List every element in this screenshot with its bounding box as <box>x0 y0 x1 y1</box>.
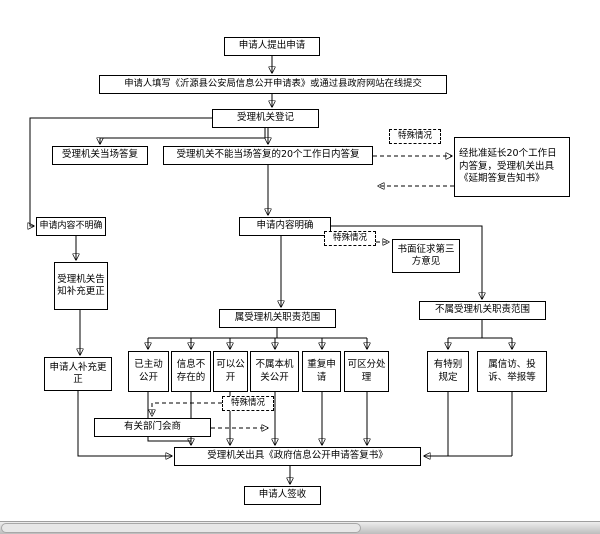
node-register: 受理机关登记 <box>212 109 319 128</box>
node-content-clear: 申请内容明确 <box>239 217 331 236</box>
node-extension-notice-label: 经批准延长20个工作日内答复，受理机关出具《延期答复告知书》 <box>459 148 557 185</box>
node-extension-notice: 经批准延长20个工作日内答复，受理机关出具《延期答复告知书》 <box>454 137 570 197</box>
node-register-label: 受理机关登记 <box>236 112 294 124</box>
node-within-scope-label: 属受理机关职责范围 <box>234 312 321 324</box>
node-special-provisions: 有特别规定 <box>427 351 469 392</box>
node-applicant-submits-label: 申请人提出申请 <box>238 40 306 52</box>
node-onsite-reply-label: 受理机关当场答复 <box>61 149 138 161</box>
node-already-public-label: 已主动公开 <box>134 359 163 383</box>
node-petition-complaint-label: 属信访、投诉、举报等 <box>488 359 536 383</box>
node-sign-receipt: 申请人签收 <box>244 486 321 505</box>
node-special-case-3: 特殊情况 <box>222 396 274 411</box>
node-third-party-opinion: 书面征求第三方意见 <box>392 239 460 273</box>
node-department-consultation: 有关部门会商 <box>94 418 211 437</box>
node-info-not-exist-label: 信息不存在的 <box>176 359 206 383</box>
node-repeat-request-label: 重复申请 <box>307 359 336 383</box>
node-content-unclear: 申请内容不明确 <box>36 217 106 236</box>
node-special-case-2-label: 特殊情况 <box>332 232 367 243</box>
node-fill-form-label: 申请人填写《沂源县公安局信息公开申请表》或通过县政府网站在线提交 <box>124 78 422 90</box>
node-reply-20-days-label: 受理机关不能当场答复的20个工作日内答复 <box>176 149 360 161</box>
node-notify-supplement-label: 受理机关告知补充更正 <box>57 273 105 297</box>
node-within-scope: 属受理机关职责范围 <box>219 309 336 328</box>
node-notify-supplement: 受理机关告知补充更正 <box>54 262 108 310</box>
node-onsite-reply: 受理机关当场答复 <box>52 146 148 165</box>
bottom-scrollbar-thumb[interactable] <box>1 523 361 533</box>
node-special-case-2: 特殊情况 <box>324 231 376 246</box>
node-petition-complaint: 属信访、投诉、举报等 <box>477 351 547 392</box>
node-not-this-authority-label: 不属本机关公开 <box>255 359 294 383</box>
node-department-consultation-label: 有关部门会商 <box>123 421 181 433</box>
node-applicant-supplement-label: 申请人补充更正 <box>49 361 107 385</box>
edge-register-to-onsite <box>100 128 266 144</box>
edge-clear-to-outside <box>331 225 482 299</box>
node-sign-receipt-label: 申请人签收 <box>258 489 307 501</box>
node-repeat-request: 重复申请 <box>302 351 341 392</box>
node-content-clear-label: 申请内容明确 <box>256 220 314 232</box>
node-fill-form: 申请人填写《沂源县公安局信息公开申请表》或通过县政府网站在线提交 <box>99 75 447 94</box>
node-info-not-exist: 信息不存在的 <box>171 351 211 392</box>
edge-special3-to-consult <box>152 402 222 416</box>
bottom-scrollbar-track[interactable] <box>0 521 600 534</box>
node-separable-handling-label: 可区分处理 <box>347 359 386 383</box>
node-outside-scope: 不属受理机关职责范围 <box>419 301 546 320</box>
node-applicant-supplement: 申请人补充更正 <box>44 357 112 391</box>
node-content-unclear-label: 申请内容不明确 <box>39 220 103 231</box>
node-special-case-1: 特殊情况 <box>389 129 441 144</box>
node-separable-handling: 可区分处理 <box>344 351 389 392</box>
node-applicant-submits: 申请人提出申请 <box>224 37 320 56</box>
dashed-connectors <box>152 156 454 428</box>
edge-register-to-unclear <box>30 117 212 226</box>
edge-already-to-bus <box>147 392 191 442</box>
node-special-provisions-label: 有特别规定 <box>433 359 463 383</box>
node-can-disclose-label: 可以公开 <box>216 359 245 383</box>
node-not-this-authority: 不属本机关公开 <box>250 351 299 392</box>
node-reply-20-days: 受理机关不能当场答复的20个工作日内答复 <box>163 146 373 165</box>
node-third-party-opinion-label: 书面征求第三方意见 <box>397 243 455 267</box>
edge-supplement-to-issue <box>77 391 172 456</box>
node-outside-scope-label: 不属受理机关职责范围 <box>434 304 530 316</box>
node-already-public: 已主动公开 <box>128 351 169 392</box>
node-special-case-1-label: 特殊情况 <box>397 130 432 141</box>
node-special-case-3-label: 特殊情况 <box>230 397 265 408</box>
node-can-disclose: 可以公开 <box>213 351 248 392</box>
node-issue-reply: 受理机关出具《政府信息公开申请答复书》 <box>174 447 421 466</box>
node-issue-reply-label: 受理机关出具《政府信息公开申请答复书》 <box>207 450 388 462</box>
